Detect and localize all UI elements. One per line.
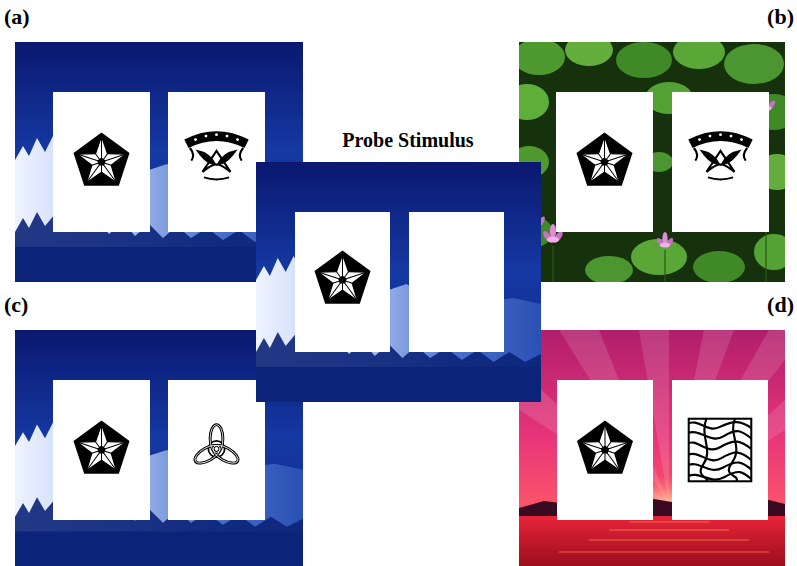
pentagon-star-symbol (315, 251, 371, 304)
pentagon-star-symbol (577, 133, 633, 186)
pentagon-star-symbol (74, 421, 130, 474)
wavy-square-symbol (686, 419, 754, 482)
pentagon-star-symbol (74, 133, 130, 186)
stimulus-card (672, 92, 769, 232)
stimulus-card (53, 380, 150, 520)
crown-symbol (688, 131, 752, 179)
crown-symbol (184, 131, 248, 179)
stimulus-card (53, 92, 150, 232)
probe-panel (256, 162, 541, 402)
panel-letter: (b) (767, 5, 794, 29)
stimulus-card (557, 380, 653, 520)
lily-background (505, 34, 797, 284)
stimulus-card (672, 380, 768, 520)
sunset-background (519, 330, 785, 566)
knot-symbol (192, 425, 241, 467)
stimulus-card (168, 92, 265, 232)
forest-background (256, 162, 541, 402)
panel-d (519, 330, 785, 566)
panel-b (505, 34, 797, 284)
panel-letter: (c) (4, 293, 28, 317)
panel-letter: (a) (4, 5, 30, 29)
stimulus-card (556, 92, 653, 232)
stimulus-card (295, 212, 390, 352)
pentagon-star-symbol (577, 421, 633, 474)
panel-letter: (d) (767, 293, 794, 317)
panel-title: Probe Stimulus (342, 129, 473, 151)
stimulus-card (168, 380, 265, 520)
empty-card (409, 212, 504, 352)
